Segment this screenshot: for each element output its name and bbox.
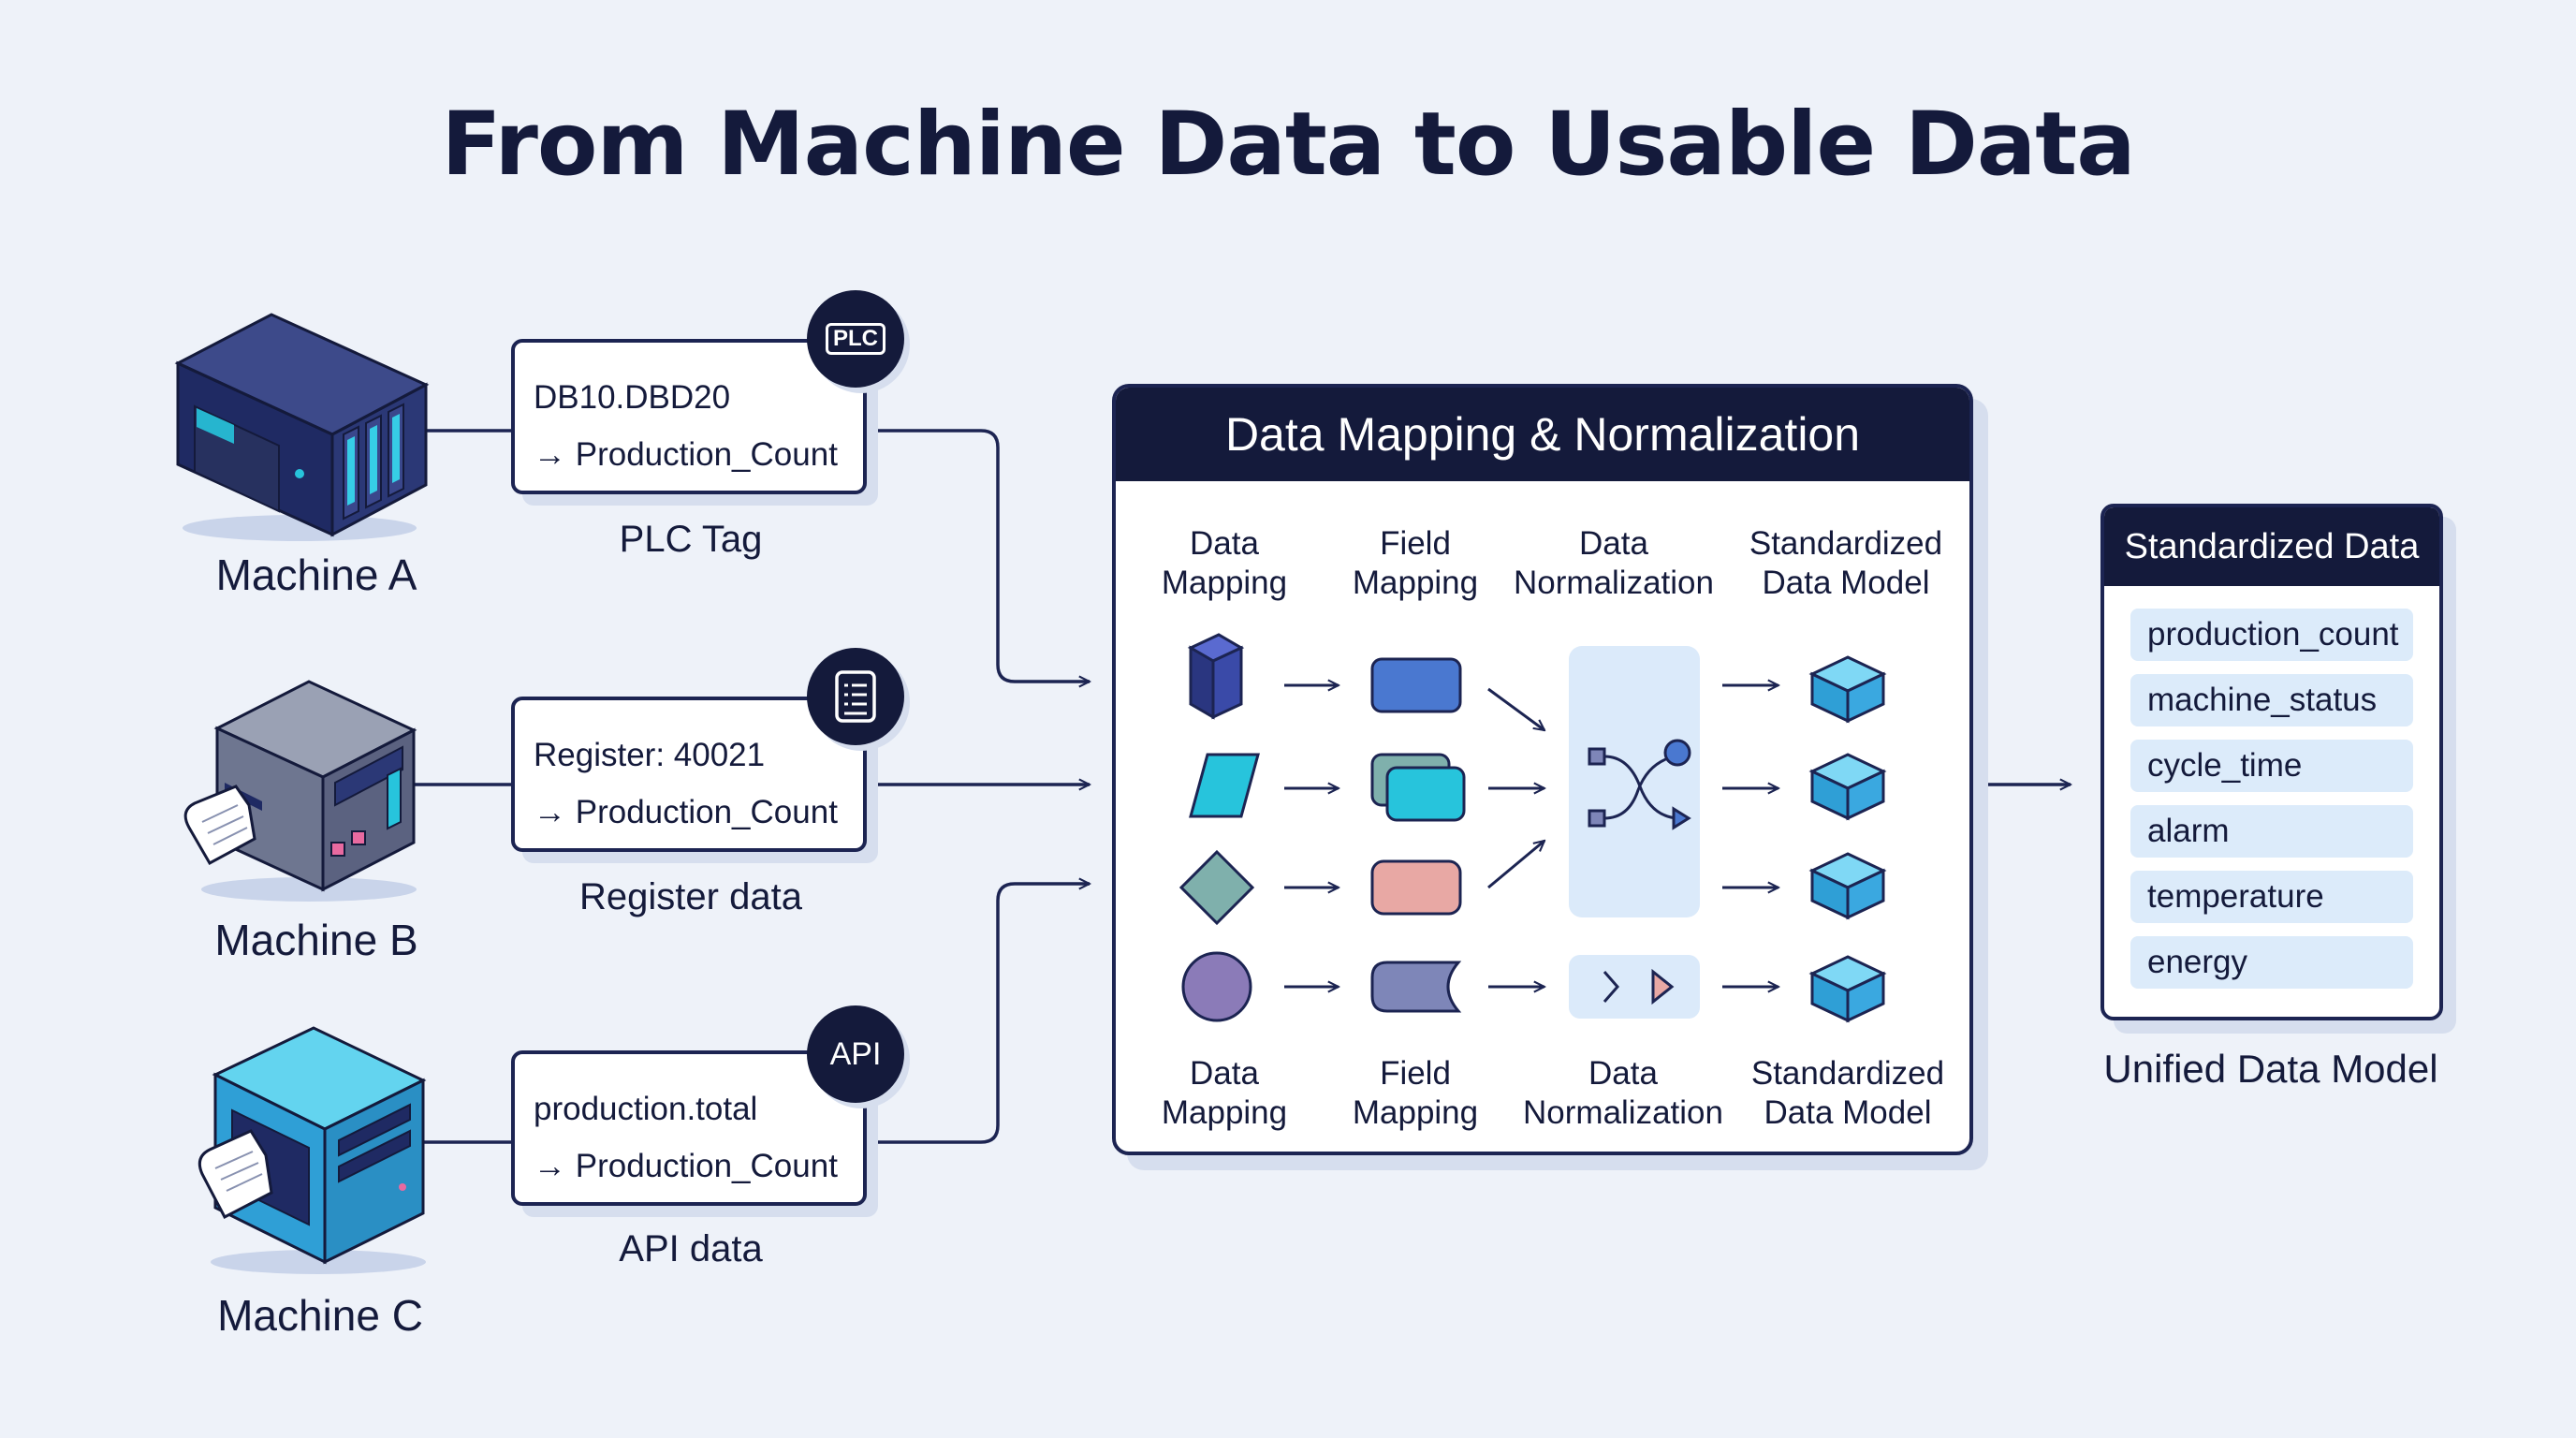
arrow-c2-r1 — [1487, 687, 1544, 730]
machine-b-label: Machine B — [214, 916, 418, 964]
normalize-panel-shape — [1569, 646, 1700, 917]
machine-c-label: Machine C — [217, 1291, 423, 1340]
field-energy: energy — [2130, 936, 2413, 989]
shuffle-icon — [1588, 739, 1691, 830]
api-tag-address: production.total — [534, 1091, 758, 1127]
purple-circle-shape — [1181, 951, 1252, 1022]
field-cycle-time: cycle_time — [2130, 740, 2413, 792]
output-cube-4 — [1810, 955, 1885, 1022]
teal-diamond-shape — [1178, 849, 1255, 926]
slate-pill-shape — [1370, 961, 1462, 1013]
blue-pill-shape — [1370, 657, 1462, 713]
pink-pill-shape — [1370, 859, 1462, 916]
machine-a-label: Machine A — [215, 550, 417, 599]
plc-tag-caption: PLC Tag — [619, 519, 763, 560]
play-icon — [1603, 968, 1675, 1005]
machine-a-icon — [174, 313, 430, 541]
mapping-panel-title: Data Mapping & Normalization — [1116, 388, 1969, 481]
page-title: From Machine Data to Usable Data — [441, 94, 2135, 196]
api-tag-mapping: → Production_Count — [534, 1148, 838, 1184]
plc-tag-box: DB10.DBD20 → Production_Count — [511, 339, 867, 494]
unified-data-model-label: Unified Data Model — [2103, 1047, 2438, 1091]
machine-b-icon — [183, 680, 417, 902]
standardized-data-title: Standardized Data — [2104, 507, 2439, 586]
field-temperature: temperature — [2130, 871, 2413, 923]
output-cube-2 — [1810, 753, 1885, 820]
plc-tag-mapping: → Production_Count — [534, 436, 838, 473]
cyan-parallelogram-shape — [1189, 753, 1260, 818]
arrow-api-to-mapping — [869, 884, 1090, 1144]
register-tag-box: Register: 40021 → Production_Count — [511, 697, 867, 852]
api-icon: API — [829, 1035, 882, 1072]
mapping-pipeline — [1178, 633, 1885, 1022]
plc-icon: PLC — [826, 323, 886, 355]
play-panel-shape — [1569, 955, 1700, 1019]
register-badge — [807, 648, 904, 745]
register-tag-address: Register: 40021 — [534, 737, 766, 773]
output-cube-1 — [1810, 655, 1885, 723]
register-tag-caption: Register data — [579, 876, 802, 917]
register-tag-mapping: → Production_Count — [534, 794, 838, 830]
output-cube-3 — [1810, 852, 1885, 919]
plc-badge: PLC — [807, 290, 904, 388]
navy-cube-shape — [1187, 633, 1245, 720]
api-badge: API — [807, 1005, 904, 1103]
field-production-count: production_count — [2130, 609, 2413, 661]
field-alarm: alarm — [2130, 805, 2413, 858]
stacked-card-front-shape — [1385, 766, 1466, 822]
arrow-plc-to-mapping — [869, 429, 1090, 682]
standardized-data-panel: Standardized Data production_count machi… — [2100, 504, 2443, 1020]
api-tag-caption: API data — [619, 1228, 763, 1269]
arrow-c2-r3 — [1487, 841, 1544, 889]
plc-tag-address: DB10.DBD20 — [534, 379, 731, 416]
api-tag-box: production.total → Production_Count — [511, 1050, 867, 1206]
machine-c-icon — [198, 1026, 427, 1274]
document-icon — [835, 670, 876, 723]
field-machine-status: machine_status — [2130, 674, 2413, 726]
